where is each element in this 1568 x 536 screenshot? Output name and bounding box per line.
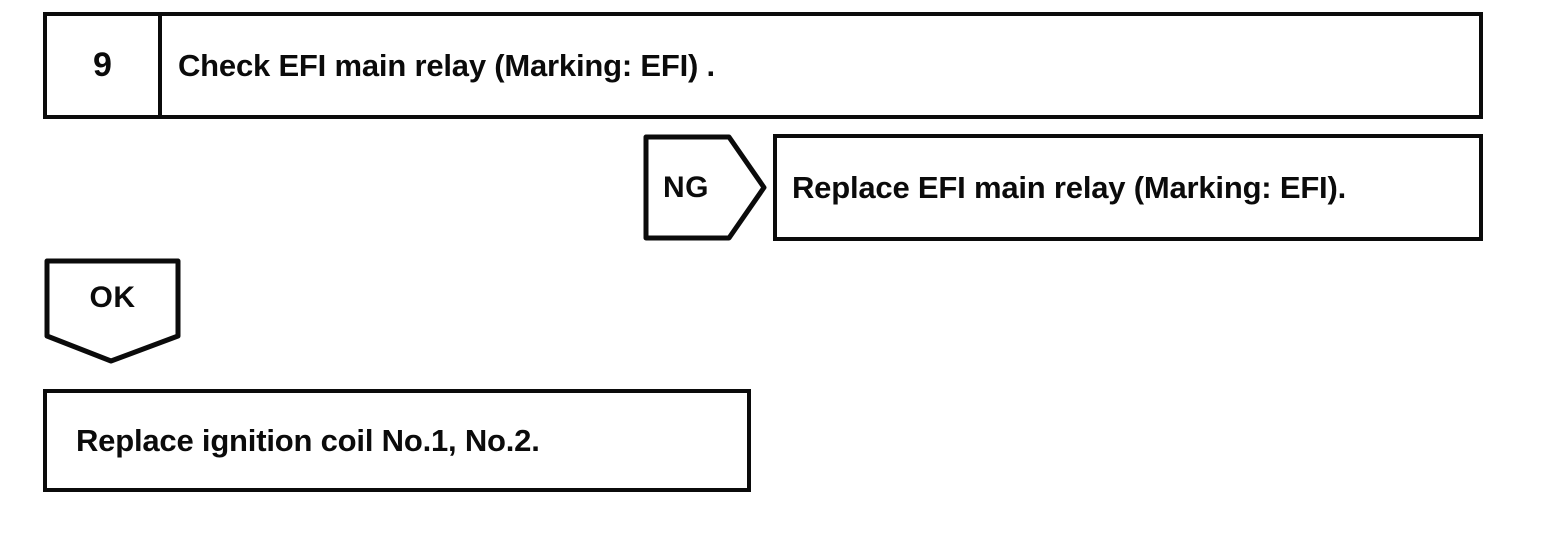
ok-connector: OK [44, 258, 181, 364]
step-box: 9 Check EFI main relay (Marking: EFI) . [43, 12, 1483, 119]
ng-action-text: Replace EFI main relay (Marking: EFI). [792, 169, 1347, 205]
ng-action-box: Replace EFI main relay (Marking: EFI). [773, 134, 1483, 241]
ng-arrow-right-icon [643, 134, 767, 241]
step-number: 9 [47, 16, 162, 115]
step-instruction: Check EFI main relay (Marking: EFI) . [178, 47, 715, 83]
ng-connector-label: NG [663, 170, 709, 204]
ng-connector: NG [643, 134, 767, 241]
ok-action-text: Replace ignition coil No.1, No.2. [76, 422, 540, 458]
ok-action-box: Replace ignition coil No.1, No.2. [43, 389, 751, 492]
ok-arrow-down-icon [44, 258, 181, 364]
ok-connector-label: OK [89, 281, 136, 314]
